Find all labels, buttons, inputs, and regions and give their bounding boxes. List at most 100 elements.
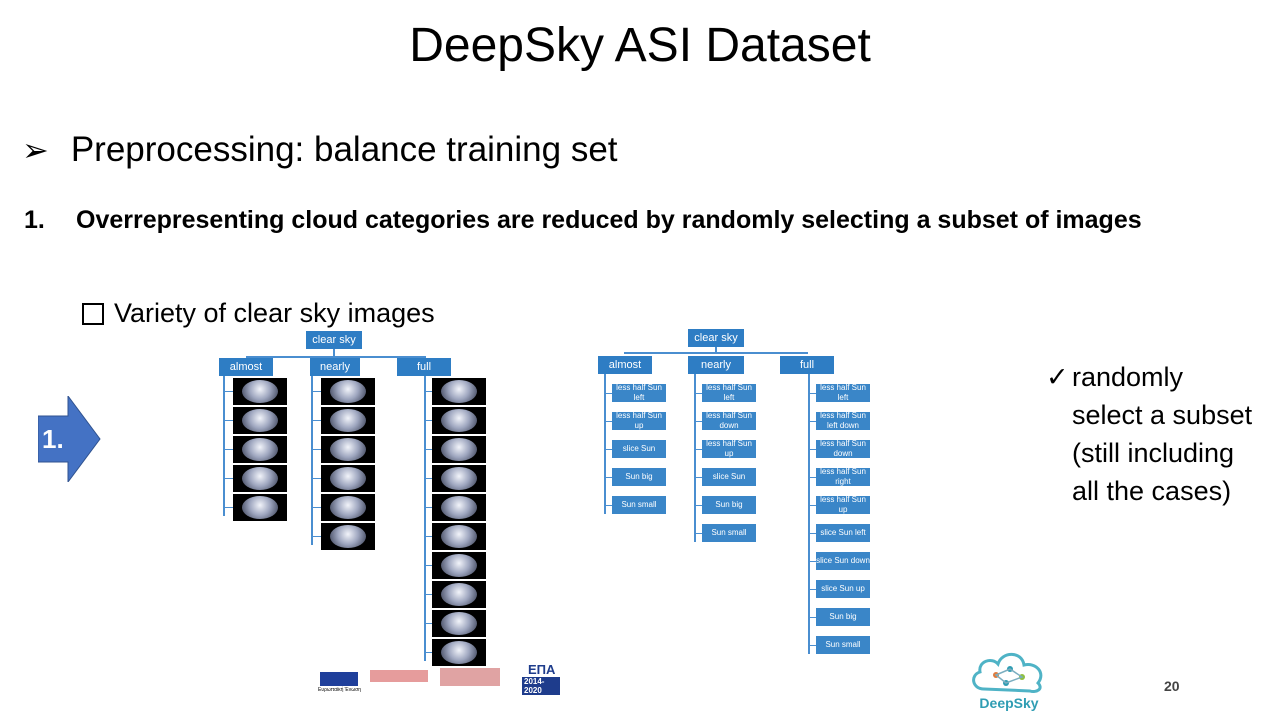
tree-subcategory-box: Sun small bbox=[816, 636, 870, 654]
tree-connector bbox=[311, 478, 321, 479]
tree-connector bbox=[424, 449, 432, 450]
sky-image-thumbnail bbox=[321, 407, 375, 434]
sky-disc-icon bbox=[441, 525, 477, 548]
sky-disc-icon bbox=[242, 380, 278, 403]
sky-disc-icon bbox=[441, 380, 477, 403]
sky-image-thumbnail bbox=[233, 378, 287, 405]
sky-image-thumbnail bbox=[233, 436, 287, 463]
sky-disc-icon bbox=[242, 438, 278, 461]
deepsky-logo: DeepSky bbox=[966, 645, 1052, 715]
tree-root-box: clear sky bbox=[688, 329, 744, 347]
sky-image-thumbnail bbox=[233, 494, 287, 521]
sub-bullet: Variety of clear sky images bbox=[82, 298, 435, 329]
eu-flag-icon bbox=[320, 672, 358, 686]
tree-connector bbox=[808, 449, 816, 450]
sky-image-thumbnail bbox=[432, 523, 486, 550]
sky-image-thumbnail bbox=[432, 639, 486, 666]
tree-subcategory-box: slice Sun left bbox=[816, 524, 870, 542]
sky-disc-icon bbox=[330, 496, 366, 519]
tree-connector bbox=[694, 393, 702, 394]
tree-connector bbox=[604, 477, 612, 478]
tree-connector bbox=[424, 356, 426, 358]
tree-connector bbox=[808, 505, 816, 506]
tree-root-box: clear sky bbox=[306, 331, 362, 349]
sky-disc-icon bbox=[441, 496, 477, 519]
tree-connector bbox=[694, 533, 702, 534]
tree-subcategory-box: less half Sun down bbox=[816, 439, 870, 458]
tree-subcategory-box: less half Sun up bbox=[816, 495, 870, 514]
tree-connector bbox=[311, 507, 321, 508]
tree-connector bbox=[424, 623, 432, 624]
tree-subcategory-box: less half Sun up bbox=[612, 411, 666, 430]
step-arrow: 1. bbox=[37, 394, 102, 484]
eu-caption: Ευρωπαϊκή Ένωση bbox=[318, 687, 361, 693]
sky-image-thumbnail bbox=[432, 494, 486, 521]
tree-connector bbox=[246, 356, 248, 358]
tree-connector bbox=[311, 391, 321, 392]
tree-subcategory-box: less half Sun left bbox=[612, 383, 666, 402]
sky-disc-icon bbox=[441, 554, 477, 577]
funding-logos: Ευρωπαϊκή Ένωση ΕΠΑ 2014-2020 bbox=[318, 660, 560, 695]
step-arrow-label: 1. bbox=[42, 424, 64, 454]
sky-image-thumbnail bbox=[432, 436, 486, 463]
note-line: all the cases) bbox=[1072, 476, 1232, 506]
tree-subcategory-box: slice Sun up bbox=[816, 580, 870, 598]
tree-category-box: full bbox=[397, 358, 451, 376]
sky-disc-icon bbox=[242, 496, 278, 519]
note-line: select a subset bbox=[1072, 400, 1253, 430]
sky-image-thumbnail bbox=[432, 465, 486, 492]
note-line: randomly bbox=[1072, 362, 1184, 392]
sky-image-thumbnail bbox=[432, 581, 486, 608]
sky-disc-icon bbox=[441, 583, 477, 606]
sky-disc-icon bbox=[441, 612, 477, 635]
tree-category-box: nearly bbox=[310, 358, 360, 376]
note-line: (still including bbox=[1072, 438, 1235, 468]
sky-image-thumbnail bbox=[432, 407, 486, 434]
sky-image-thumbnail bbox=[233, 407, 287, 434]
tree-subcategory-box: slice Sun bbox=[702, 468, 756, 486]
tree-connector bbox=[424, 536, 432, 537]
tree-connector bbox=[604, 449, 612, 450]
tree-subcategory-box: slice Sun down bbox=[816, 552, 870, 570]
sky-disc-icon bbox=[242, 467, 278, 490]
sky-image-thumbnail bbox=[432, 552, 486, 579]
tree-connector bbox=[808, 561, 816, 562]
right-arrow-icon bbox=[37, 394, 101, 484]
sky-disc-icon bbox=[242, 409, 278, 432]
page-number: 20 bbox=[1164, 678, 1180, 694]
tree-connector bbox=[424, 376, 426, 661]
tree-connector bbox=[424, 391, 432, 392]
tree-subcategory-box: less half Sun left bbox=[702, 383, 756, 402]
tree-connector bbox=[694, 421, 702, 422]
tree-connector bbox=[715, 347, 717, 353]
sky-disc-icon bbox=[441, 641, 477, 664]
tree-connector bbox=[808, 589, 816, 590]
tree-connector bbox=[223, 449, 233, 450]
sky-image-thumbnail bbox=[233, 465, 287, 492]
tree-connector bbox=[335, 356, 337, 358]
tree-category-box: almost bbox=[598, 356, 652, 374]
sky-image-thumbnail bbox=[321, 378, 375, 405]
tree-connector bbox=[223, 478, 233, 479]
tree-connector bbox=[808, 421, 816, 422]
tree-connector bbox=[223, 507, 233, 508]
tree-connector bbox=[694, 477, 702, 478]
tree-connector bbox=[808, 477, 816, 478]
sky-image-thumbnail bbox=[432, 378, 486, 405]
tree-connector bbox=[424, 507, 432, 508]
tree-connector bbox=[223, 420, 233, 421]
espa-logo: ΕΠΑ 2014-2020 bbox=[508, 662, 560, 695]
tree-connector bbox=[694, 374, 696, 542]
checkbox-bullet-icon bbox=[82, 302, 104, 325]
espa-years: 2014-2020 bbox=[522, 677, 560, 695]
tree-connector bbox=[808, 617, 816, 618]
sky-disc-icon bbox=[441, 438, 477, 461]
main-bullet-text: Preprocessing: balance training set bbox=[70, 130, 618, 169]
tree-subcategory-box: less half Sun right bbox=[816, 467, 870, 486]
sky-image-thumbnail bbox=[432, 610, 486, 637]
tree-connector bbox=[808, 374, 810, 654]
tree-connector bbox=[694, 505, 702, 506]
tree-subcategory-box: less half Sun down bbox=[702, 411, 756, 430]
tree-subcategory-box: less half Sun left down bbox=[816, 411, 870, 430]
tree-subcategory-box: Sun big bbox=[612, 468, 666, 486]
